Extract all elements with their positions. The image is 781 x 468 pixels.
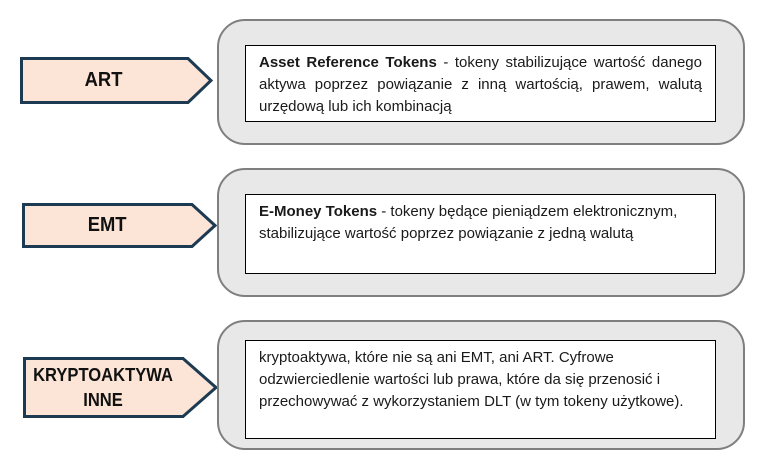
description-text: - tokeny będące pieniądzem elektroniczny… [259,203,678,242]
arrow-label-text: ART [85,69,123,91]
description-box-emt: E-Money Tokens - tokeny będące pieniądze… [245,194,716,274]
description-text: - tokeny stabilizujące wartość danego ak… [259,54,702,115]
description-container-art: Asset Reference Tokens - tokeny stabiliz… [217,19,745,145]
description-text: kryptoaktywa, które nie są ani EMT, ani … [259,349,684,410]
right-arrow-icon [23,357,218,418]
arrow-shape-kryptoaktywa-inne: KRYPTOAKTYWA INNE [23,357,218,418]
arrow-label-kryptoaktywa-inne: KRYPTOAKTYWA INNE [23,357,183,418]
description-term: E-Money Tokens [259,203,378,220]
arrow-label-text: EMT [87,214,127,236]
arrow-label-emt: EMT [22,203,192,248]
right-arrow-icon [22,203,217,248]
arrow-shape-art: ART [20,57,213,104]
arrow-label-text: KRYPTOAKTYWA INNE [33,364,173,410]
right-arrow-icon [20,57,213,104]
arrow-label-art: ART [20,57,188,104]
description-box-kryptoaktywa-inne: kryptoaktywa, które nie są ani EMT, ani … [245,340,716,439]
description-container-kryptoaktywa-inne: kryptoaktywa, które nie są ani EMT, ani … [217,320,745,450]
arrow-shape-emt: EMT [22,203,217,248]
description-container-emt: E-Money Tokens - tokeny będące pieniądze… [217,168,745,297]
description-box-art: Asset Reference Tokens - tokeny stabiliz… [245,45,716,122]
description-term: Asset Reference Tokens [259,54,437,71]
